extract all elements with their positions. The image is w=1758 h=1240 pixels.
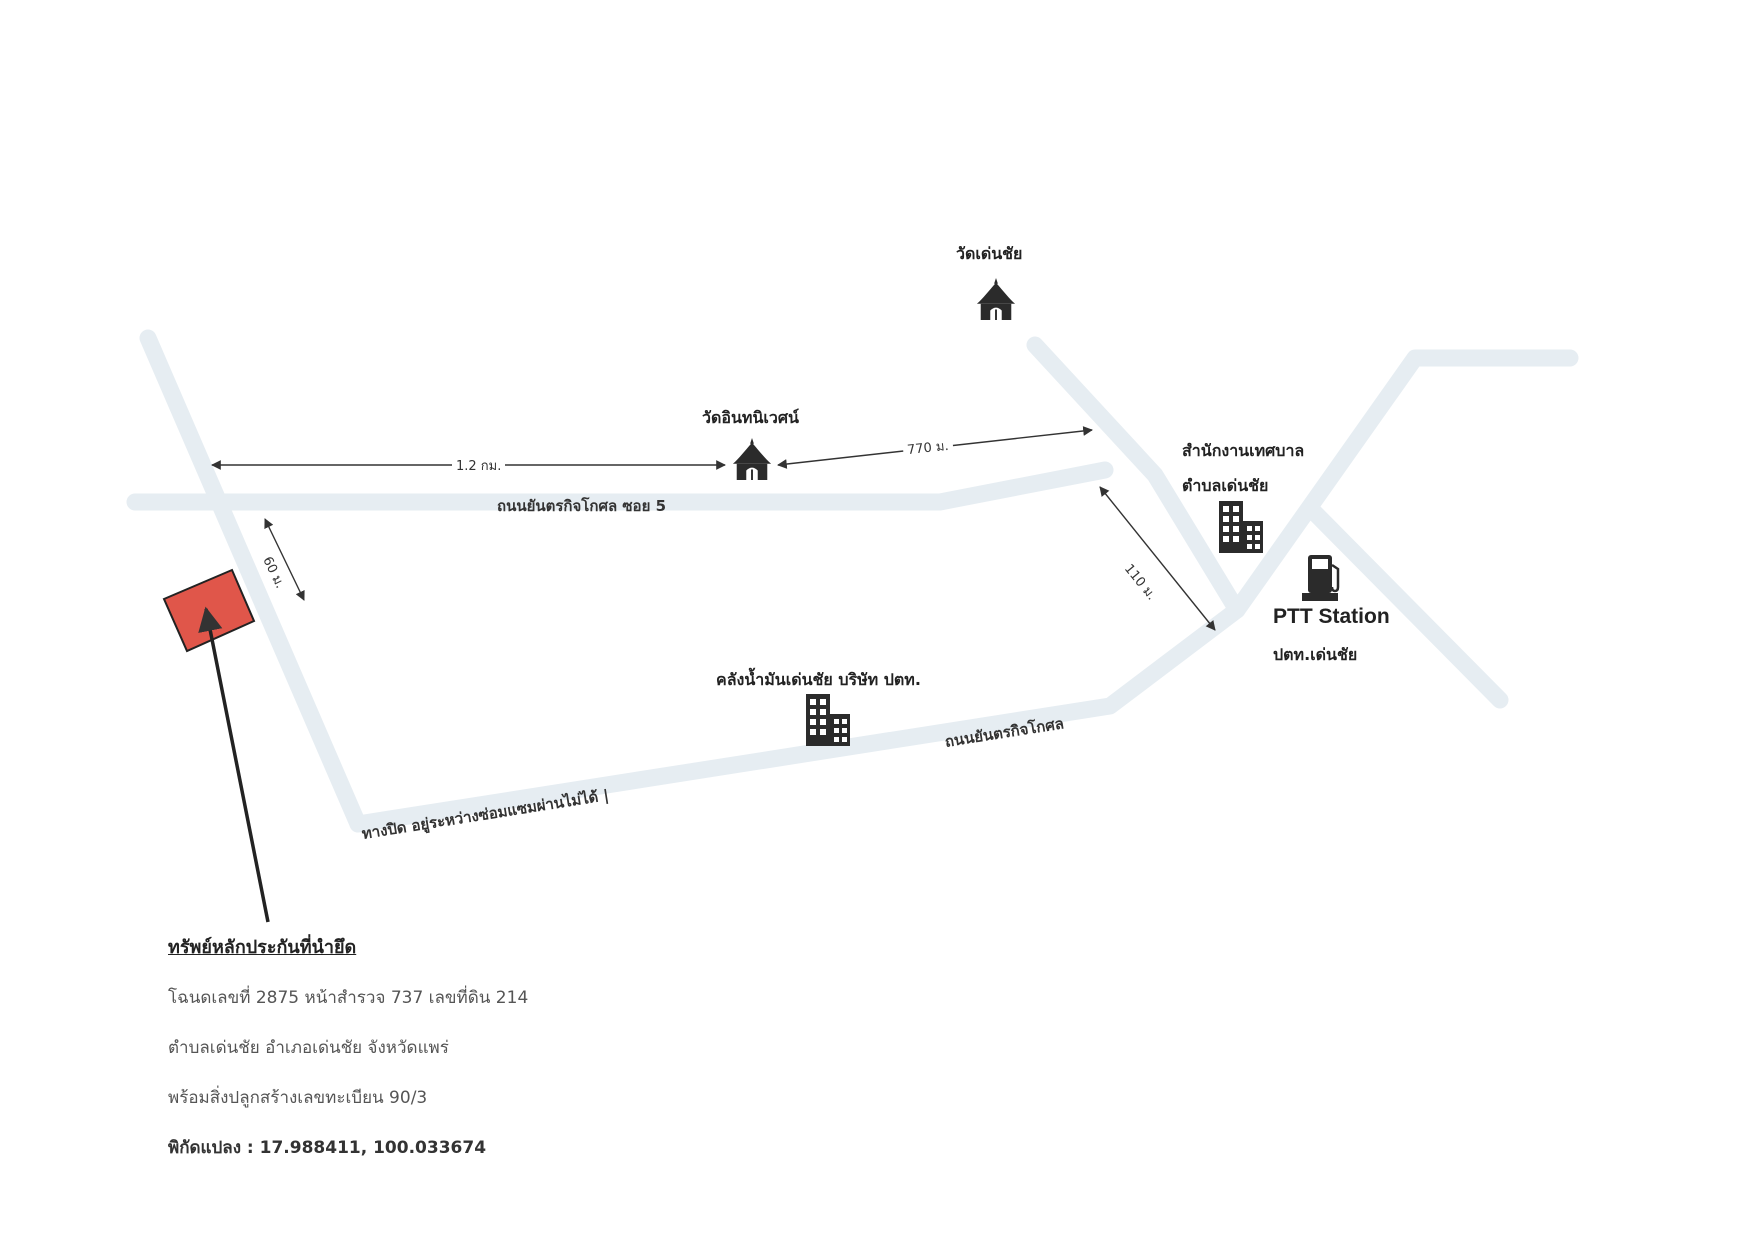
label-road-soi5: ถนนยันตรกิจโกศล ซอย 5 [497,497,667,515]
label-ptt-brand: PTT Station [1273,605,1390,628]
property-deed: โฉนดเลขที่ 2875 หน้าสำรวจ 737 เลขที่ดิน … [168,988,529,1008]
property-coordinates: พิกัดแปลง : 17.988411, 100.033674 [168,1138,487,1158]
property-building: พร้อมสิ่งปลูกสร้างเลขทะเบียน 90/3 [168,1088,428,1108]
property-pointer-arrow [198,606,270,923]
fuel-pump-icon [1300,555,1340,601]
distance-arrow-110m [1099,486,1216,631]
road-west-vertical [139,329,367,833]
label-municipal-office: สำนักงานเทศบาล [1182,441,1305,460]
label-municipal-office-subdistrict: ตำบลเด่นชัย [1182,476,1269,495]
distance-markers [211,426,1216,631]
label-oil-depot: คลังน้ำมันเด่นชัย บริษัท ปตท. [716,670,921,689]
property-location: ตำบลเด่นชัย อำเภอเด่นชัย จังหวัดแพร่ [168,1038,449,1058]
road-soi5 [126,461,1114,511]
label-wat-den-chai: วัดเด่นชัย [956,244,1023,263]
temple-icon [732,438,772,480]
building-icon [1219,501,1263,553]
property-info: ทรัพย์หลักประกันที่นำยึด โฉนดเลขที่ 2875… [168,932,528,1184]
distance-label-1-2km: 1.2 กม. [452,455,506,476]
road-main-south [349,349,1579,833]
road-network [126,329,1579,833]
distance-arrow-60m [264,518,305,601]
property-title: ทรัพย์หลักประกันที่นำยึด [168,937,357,958]
property-parcel [162,568,256,653]
road-ne-branch [1301,499,1509,709]
label-ptt-den-chai: ปตท.เด่นชัย [1273,645,1358,664]
temple-icon [976,278,1016,320]
building-icon [806,694,850,746]
label-wat-inthanivet: วัดอินทนิเวศน์ [702,408,799,427]
